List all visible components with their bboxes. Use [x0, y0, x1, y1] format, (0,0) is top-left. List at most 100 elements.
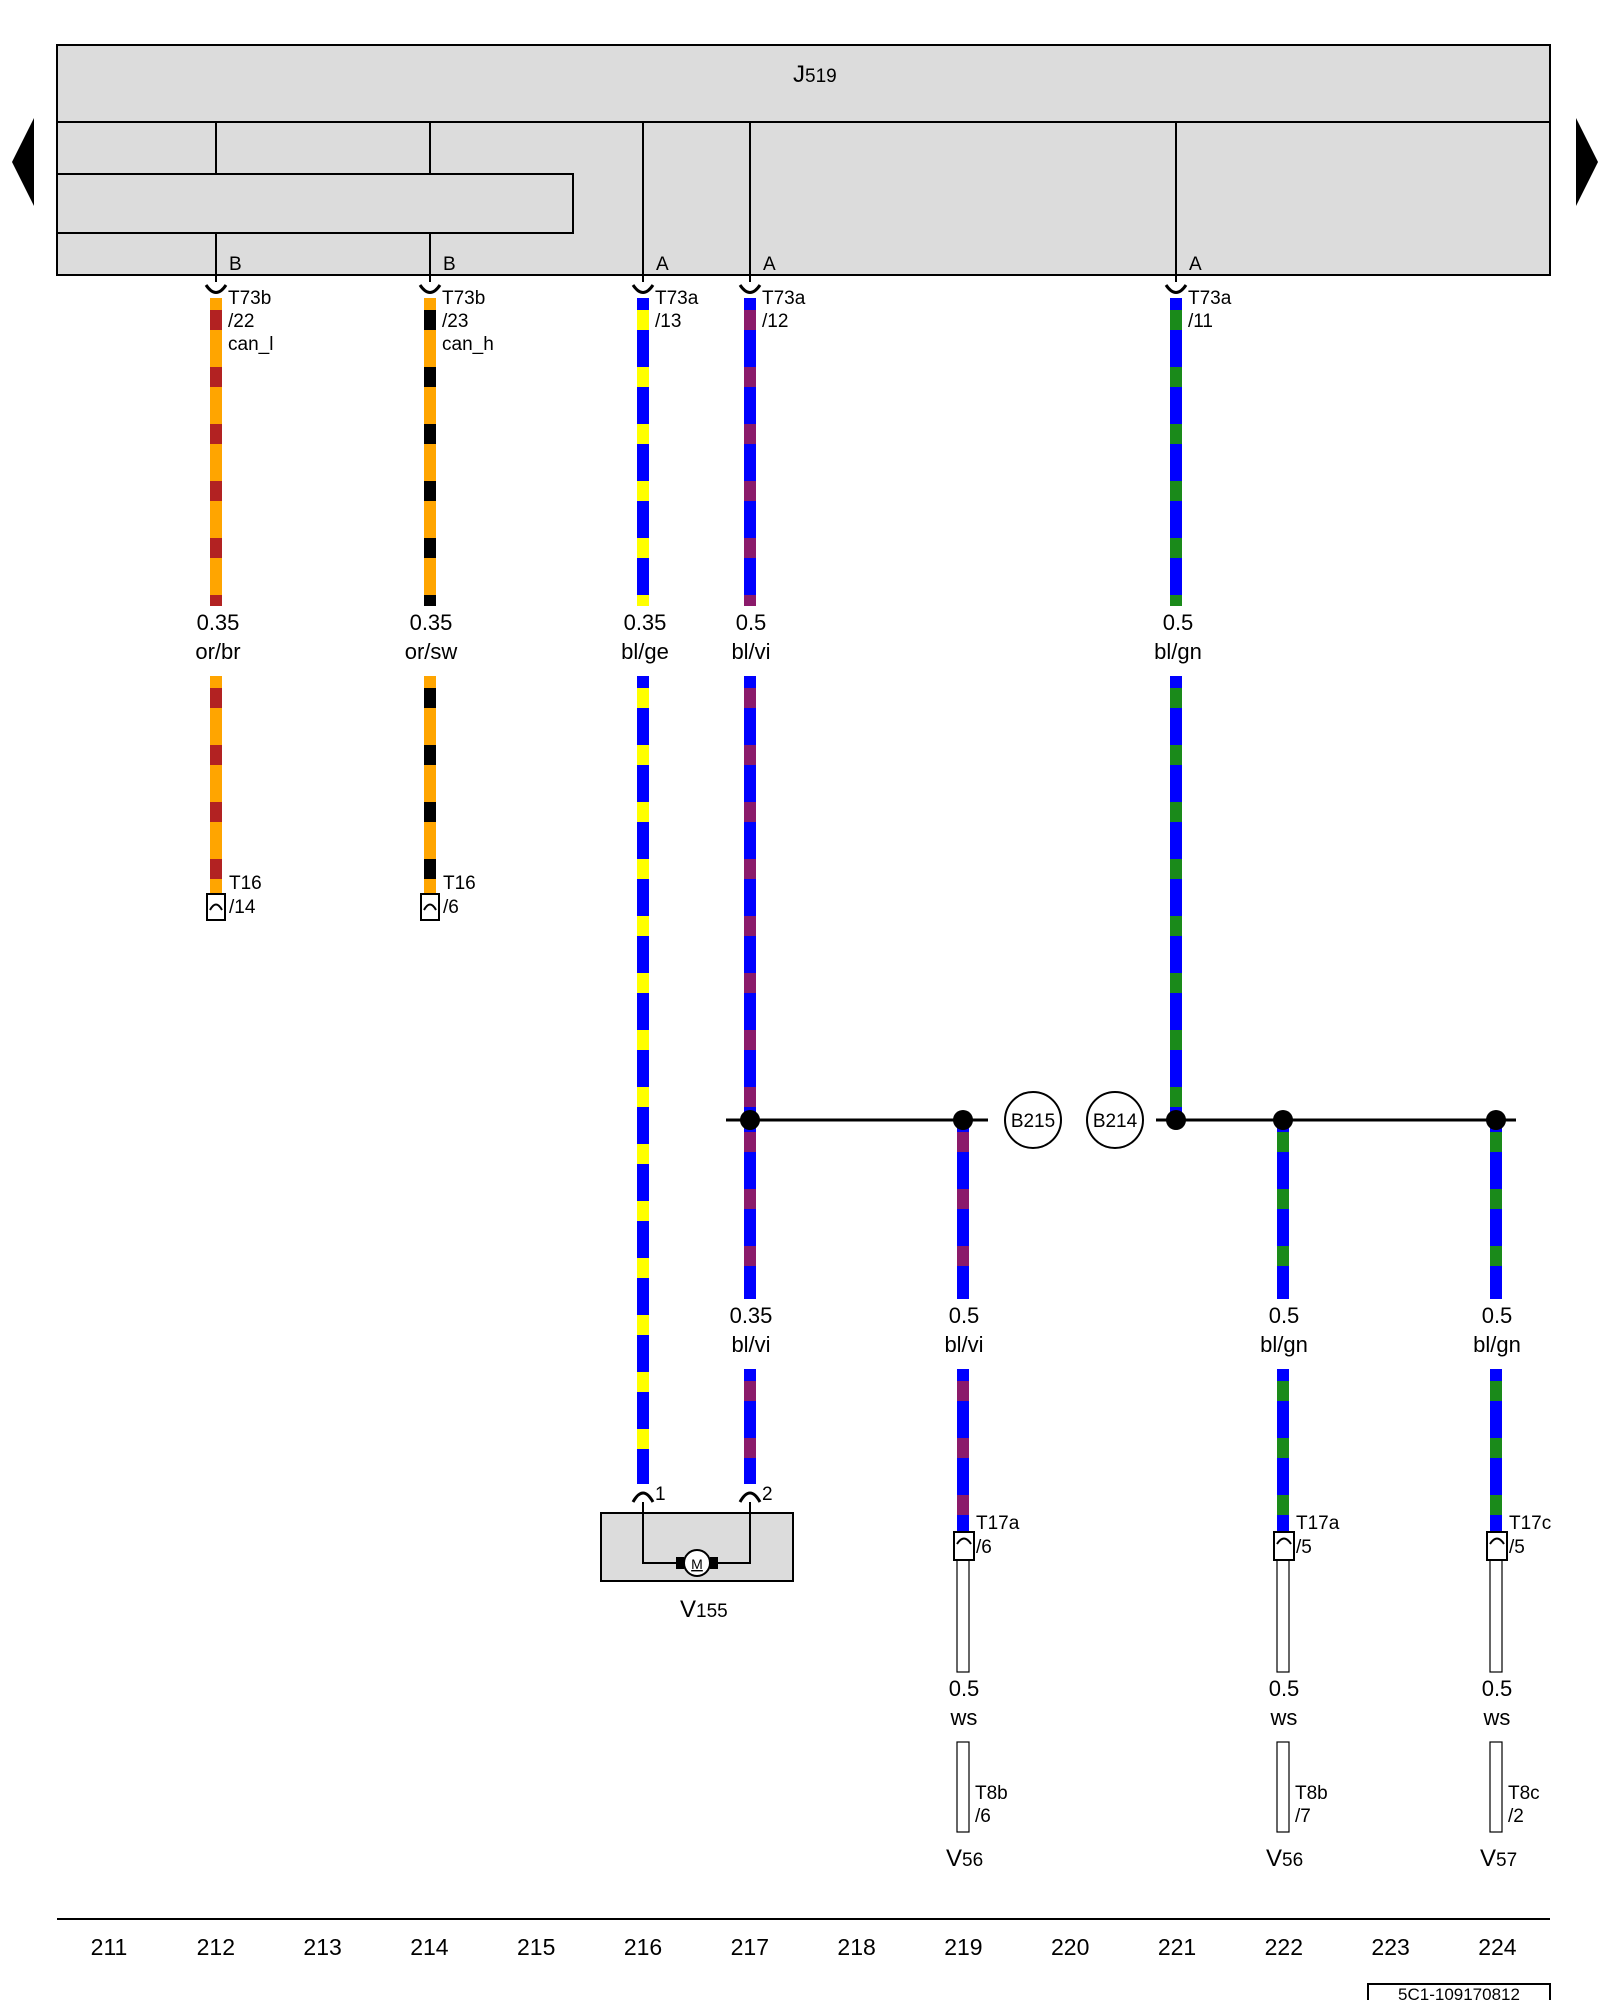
pin-label: /11 — [1188, 311, 1213, 332]
wire-w222a — [1277, 1369, 1289, 1532]
scale-number: 211 — [91, 1934, 128, 1960]
wire-size: 0.5 — [736, 610, 767, 635]
next-page-button[interactable] — [1576, 118, 1598, 206]
splice-label-b214 — [1086, 1091, 1144, 1149]
wire-w219a — [957, 1120, 969, 1299]
wire-w224b — [1489, 1559, 1503, 1673]
wire-color: bl/vi — [731, 639, 770, 664]
connector-label: T73b — [442, 288, 485, 309]
wire-size: 0.5 — [1482, 1676, 1513, 1701]
wire-w224a — [1490, 1120, 1502, 1299]
internal-can-block — [56, 173, 574, 234]
control-unit-j519: J519 B B A A A — [56, 44, 1551, 282]
connector-label: T73a — [655, 288, 699, 309]
pin-label: /5 — [1509, 1537, 1525, 1558]
t17-connectors: T17a /6 T17a /5 T17c /5 — [953, 1513, 1551, 1561]
wire-color: or/sw — [405, 639, 458, 664]
wire-w222a — [1277, 1120, 1289, 1299]
component-name: V56 — [946, 1845, 983, 1872]
component-name: V56 — [1266, 1845, 1303, 1872]
wire-w224b — [1489, 1741, 1503, 1833]
component-name: V155 — [680, 1596, 728, 1623]
wire-w219b — [956, 1741, 970, 1833]
wire-color: bl/gn — [1260, 1332, 1308, 1357]
splice-node — [740, 1110, 760, 1130]
scale-number: 213 — [303, 1934, 341, 1960]
pin-label: /6 — [443, 897, 459, 918]
wire-size: 0.35 — [410, 610, 453, 635]
scale-number: 220 — [1051, 1934, 1089, 1960]
wire-w212a — [210, 676, 222, 894]
scale-number: 221 — [1158, 1934, 1196, 1960]
wire-w217a — [744, 298, 756, 606]
terminal-forks — [204, 284, 1188, 294]
wire-w221 — [1170, 298, 1182, 606]
splice-node — [1273, 1110, 1293, 1130]
connector-label: T73a — [1188, 288, 1232, 309]
signal-label: can_h — [442, 334, 494, 355]
wire-w221 — [1170, 676, 1182, 1120]
pin-label: /2 — [1508, 1806, 1524, 1827]
wire-size: 0.5 — [1269, 1676, 1300, 1701]
connector-label: T17c — [1509, 1513, 1551, 1534]
pin-label: 2 — [762, 1484, 773, 1505]
wire-size: 0.35 — [197, 610, 240, 635]
module-pin-label: A — [763, 254, 776, 275]
scale-number: 217 — [731, 1934, 769, 1960]
connector-label: T16 — [443, 873, 476, 894]
connector-label: T16 — [229, 873, 262, 894]
pin-label: /13 — [655, 311, 681, 332]
connector-label: T8b — [1295, 1783, 1328, 1804]
wire-color: ws — [1270, 1705, 1298, 1730]
component-v155: 1 2 M V155 — [600, 1484, 794, 1623]
pin-label: /12 — [762, 311, 788, 332]
connector-labels-top: T73b /22 can_l T73b /23 can_h T73a /13 T… — [228, 288, 1232, 355]
wire-color: bl/vi — [944, 1332, 983, 1357]
motor-symbol: M — [691, 1556, 703, 1572]
scale-number: 215 — [517, 1934, 555, 1960]
connector-label: T8c — [1508, 1783, 1540, 1804]
wire-size: 0.5 — [1482, 1303, 1513, 1328]
wire-w217a — [744, 676, 756, 1120]
wire-w222b — [1276, 1559, 1290, 1673]
wire-color: bl/vi — [731, 1332, 770, 1357]
connector-label: T8b — [975, 1783, 1008, 1804]
pin-label: /23 — [442, 311, 468, 332]
doc-id: 5C1-109170812 — [1398, 1985, 1520, 2000]
splice-label-b215 — [1004, 1091, 1062, 1149]
scale-number: 224 — [1478, 1934, 1517, 1960]
t16-connectors: T16 /14 T16 /6 — [206, 873, 476, 921]
module-pin-label: B — [229, 254, 242, 275]
connector-label: T17a — [1296, 1513, 1340, 1534]
scale-number: 222 — [1265, 1934, 1303, 1960]
prev-page-button[interactable] — [12, 118, 34, 206]
module-pin-label: B — [443, 254, 456, 275]
pin-label: /6 — [976, 1537, 992, 1558]
wire-color: ws — [1483, 1705, 1511, 1730]
scale-number: 219 — [944, 1934, 982, 1960]
wire-w219b — [956, 1559, 970, 1673]
splice-node — [953, 1110, 973, 1130]
pin-label: 1 — [655, 1484, 666, 1505]
wire-w222b — [1276, 1741, 1290, 1833]
motor-icon — [683, 1549, 711, 1577]
pin-label: /14 — [229, 897, 256, 918]
wire-segments — [210, 298, 1503, 1833]
t8-connectors: T8b /6 T8b /7 T8c /2 — [975, 1783, 1540, 1827]
wire-w224a — [1490, 1369, 1502, 1532]
wire-size: 0.5 — [949, 1303, 980, 1328]
wire-size: 0.5 — [1163, 610, 1194, 635]
wire-w216 — [637, 676, 649, 1484]
wire-color: or/br — [195, 639, 240, 664]
wire-color: bl/ge — [621, 639, 669, 664]
pin-label: /22 — [228, 311, 254, 332]
pin-label: /5 — [1296, 1537, 1312, 1558]
scale-number: 216 — [624, 1934, 662, 1960]
wire-w214a — [424, 298, 436, 606]
wire-color: bl/gn — [1154, 639, 1202, 664]
module-pin-label: A — [656, 254, 669, 275]
splice-b214: B214 — [1093, 1111, 1138, 1132]
scale-number: 223 — [1371, 1934, 1409, 1960]
